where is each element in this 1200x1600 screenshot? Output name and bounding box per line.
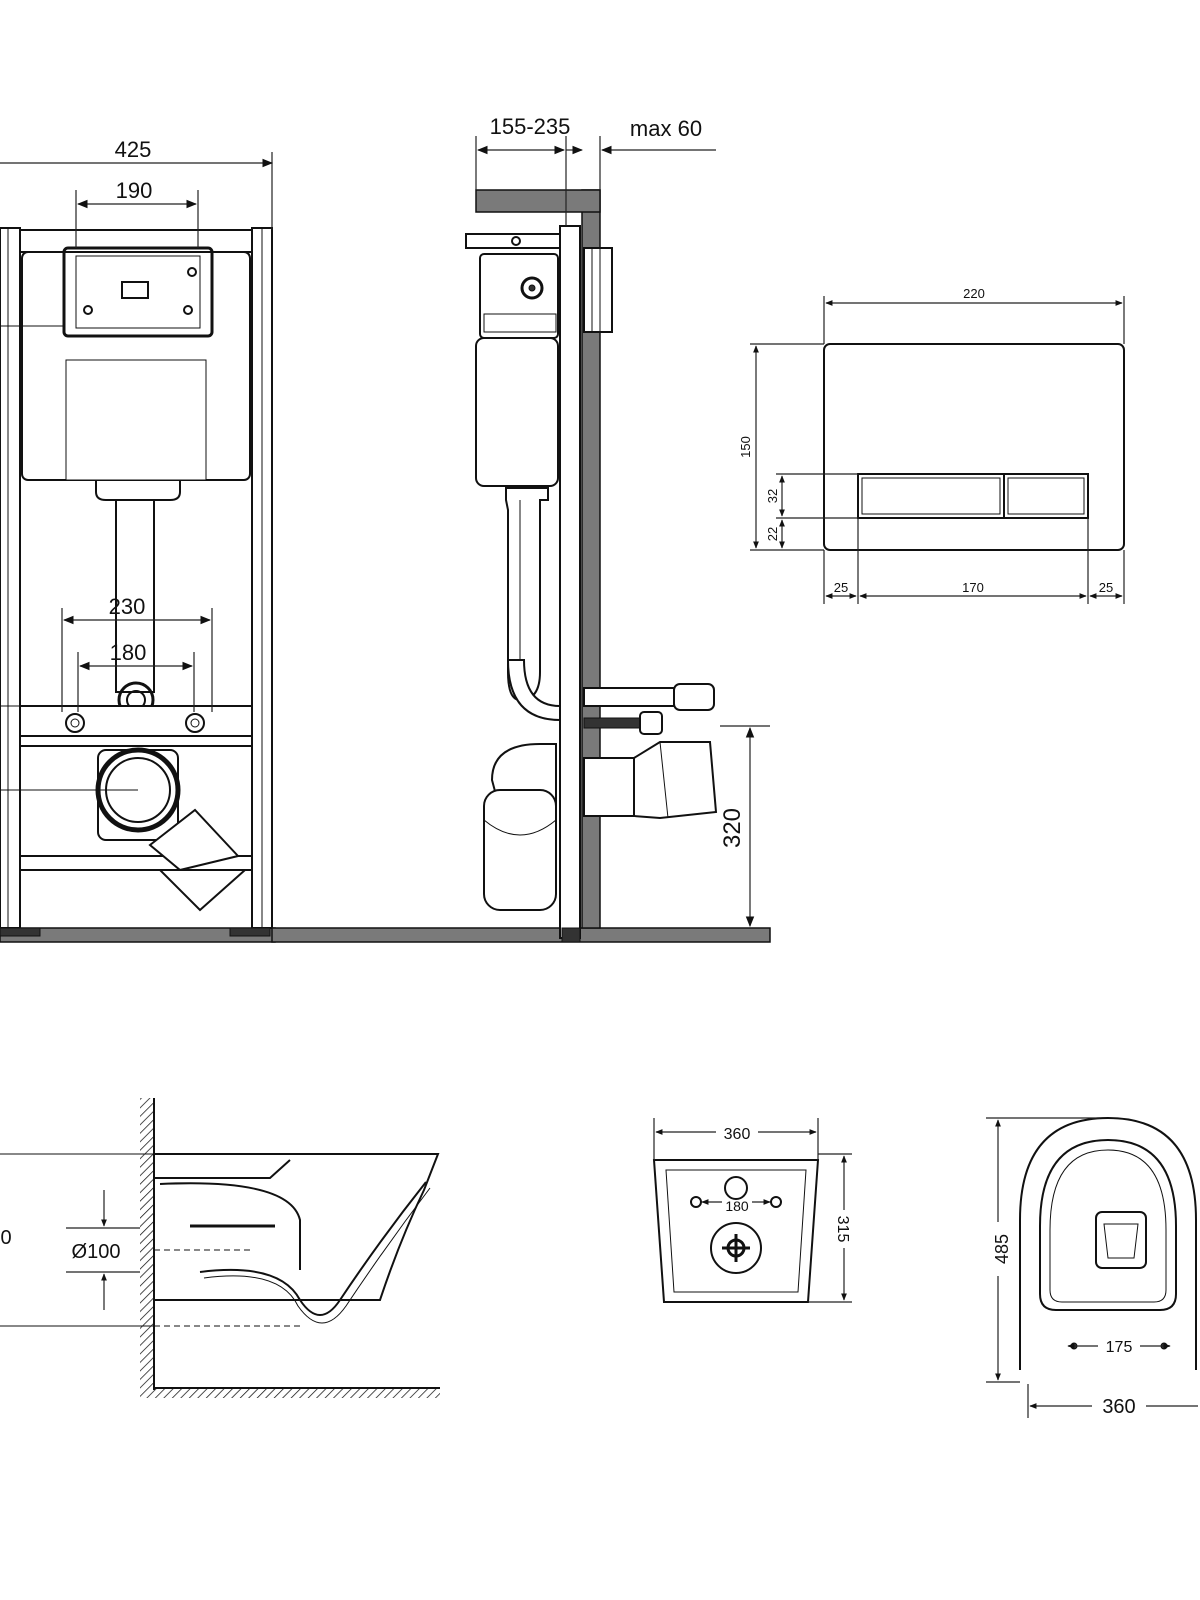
dim-outlet-height: 320 <box>719 808 746 848</box>
waste-bend <box>483 789 557 911</box>
bowl-back-outline <box>652 1159 820 1303</box>
dim-top-length: 485 <box>992 1234 1012 1264</box>
dim-panel-width: 190 <box>116 178 153 203</box>
dim-depth-range: 155-235 <box>490 114 571 139</box>
service-opening <box>62 246 214 338</box>
dim-plate-width: 220 <box>963 286 985 301</box>
dim-outlet-diameter: Ø100 <box>72 1241 121 1263</box>
flush-plate-view: 220 150 32 22 25 170 25 <box>738 286 1125 604</box>
bowl-side-outline <box>154 1153 440 1301</box>
stud-left <box>65 713 85 733</box>
dim-top-width: 360 <box>1102 1396 1135 1418</box>
bowl-back-view: 180 360 315 <box>652 1118 852 1303</box>
dim-button-width: 170 <box>962 580 984 595</box>
stud-right <box>185 713 205 733</box>
frame-left-post <box>0 227 21 929</box>
dim-button-height: 32 <box>765 489 780 503</box>
flush-pipe-front <box>115 499 155 693</box>
drain-connector-side <box>633 741 718 820</box>
dim-bolt-spacing: 230 <box>109 594 146 619</box>
dim-bottom-gap: 22 <box>765 527 780 541</box>
dim-plate-height: 150 <box>738 436 753 458</box>
bowl-top-view: 175 485 360 <box>986 1116 1198 1418</box>
bowl-side-view: Ø100 0 <box>0 1098 440 1398</box>
dim-top-inner-spacing: 175 <box>1106 1339 1133 1356</box>
frame-front-view: 425 190 230 180 <box>0 137 276 943</box>
dim-back-width: 360 <box>724 1126 751 1143</box>
dim-side-margin-right: 25 <box>1099 580 1113 595</box>
bowl-back-outlet <box>710 1222 762 1274</box>
frame-side-view: 155-235 max 60 320 <box>271 114 771 943</box>
flush-button-large <box>857 473 1005 519</box>
dim-cut-label: 0 <box>0 1227 11 1249</box>
flush-button-small <box>1003 473 1089 519</box>
bowl-top-outlet <box>1095 1211 1147 1269</box>
dim-back-stud-spacing: 180 <box>725 1198 749 1214</box>
dim-back-depth: 315 <box>834 1216 851 1243</box>
cistern-side <box>475 337 559 487</box>
dim-frame-width: 425 <box>115 137 152 162</box>
flush-plate-outline <box>823 343 1125 551</box>
dim-side-margin-left: 25 <box>834 580 848 595</box>
dim-wall-max: max 60 <box>630 116 702 141</box>
floor-side <box>271 927 771 943</box>
bowl-top-outline <box>1019 1116 1197 1370</box>
dim-stud-spacing: 180 <box>110 640 147 665</box>
